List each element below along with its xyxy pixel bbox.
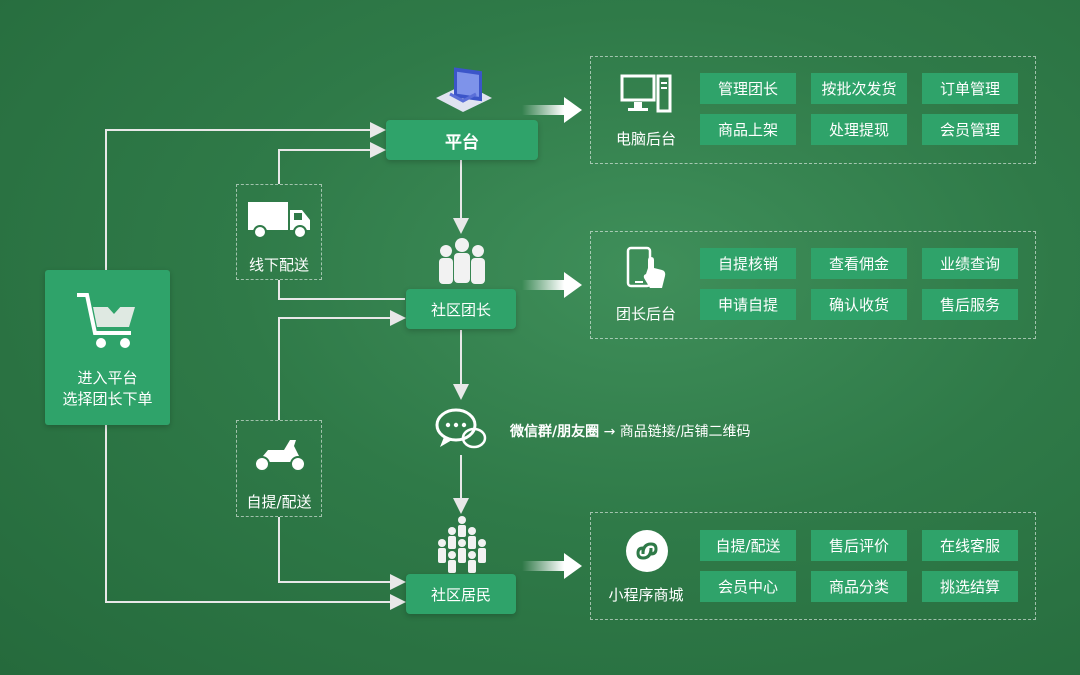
platform-label: 平台	[445, 132, 479, 153]
pickup-delivery-label: 自提/配送	[246, 493, 312, 511]
wechat-arrow: →	[603, 424, 616, 440]
shopping-cart-icon	[76, 290, 135, 348]
chat-bubble-icon	[435, 408, 487, 449]
enter-platform-line1: 进入平台	[77, 368, 138, 387]
enter-platform-line2: 选择团长下单	[62, 389, 153, 408]
resident-node: 社区居民	[406, 574, 516, 614]
panel2-btn-2[interactable]: 查看佣金	[811, 248, 907, 279]
mini-program-label: 小程序商城	[608, 586, 684, 604]
computer-icon	[620, 74, 672, 113]
panel3-btn-3[interactable]: 在线客服	[922, 530, 1018, 561]
truck-icon	[248, 202, 310, 239]
pickup-delivery-box	[236, 420, 322, 517]
leader-label: 社区团长	[430, 300, 491, 319]
group-people-icon	[439, 238, 485, 284]
leader-backend-label: 团长后台	[615, 305, 676, 323]
panel3-btn-2[interactable]: 售后评价	[811, 530, 907, 561]
panel1-btn-2[interactable]: 按批次发货	[811, 73, 907, 104]
resident-label: 社区居民	[430, 585, 491, 604]
offline-delivery-box	[236, 184, 322, 280]
desktop-monitor-icon	[436, 67, 492, 112]
panel2-btn-5[interactable]: 确认收货	[811, 289, 907, 320]
scooter-icon	[254, 440, 306, 472]
leader-node: 社区团长	[406, 289, 516, 329]
resident-to-panel-arrow	[522, 553, 582, 579]
panel1-btn-1[interactable]: 管理团长	[700, 73, 796, 104]
panel1-btn-4[interactable]: 商品上架	[700, 114, 796, 145]
mini-program-panel	[590, 512, 1036, 620]
miniprogram-icon	[626, 530, 668, 572]
crowd-icon	[438, 516, 486, 573]
wechat-share-text: 微信群/朋友圈 → 商品链接/店铺二维码	[510, 421, 750, 441]
panel3-btn-4[interactable]: 会员中心	[700, 571, 796, 602]
platform-node: 平台	[386, 120, 538, 160]
offline-delivery-label: 线下配送	[248, 256, 309, 274]
panel3-btn-1[interactable]: 自提/配送	[700, 530, 796, 561]
wechat-rest-text: 商品链接/店铺二维码	[619, 424, 751, 440]
panel1-btn-3[interactable]: 订单管理	[922, 73, 1018, 104]
leader-backend-panel	[590, 231, 1036, 339]
pc-backend-label: 电脑后台	[615, 130, 676, 148]
phone-touch-icon	[626, 246, 666, 288]
platform-to-panel-arrow	[522, 97, 582, 123]
panel2-btn-6[interactable]: 售后服务	[922, 289, 1018, 320]
panel1-btn-6[interactable]: 会员管理	[922, 114, 1018, 145]
enter-platform-box: 进入平台 选择团长下单	[45, 270, 170, 425]
panel2-btn-1[interactable]: 自提核销	[700, 248, 796, 279]
leader-to-panel-arrow	[522, 272, 582, 298]
panel2-btn-3[interactable]: 业绩查询	[922, 248, 1018, 279]
panel3-btn-5[interactable]: 商品分类	[811, 571, 907, 602]
panel2-btn-4[interactable]: 申请自提	[700, 289, 796, 320]
pc-backend-panel	[590, 56, 1036, 164]
panel3-btn-6[interactable]: 挑选结算	[922, 571, 1018, 602]
panel1-btn-5[interactable]: 处理提现	[811, 114, 907, 145]
wechat-bold-text: 微信群/朋友圈	[510, 424, 600, 440]
